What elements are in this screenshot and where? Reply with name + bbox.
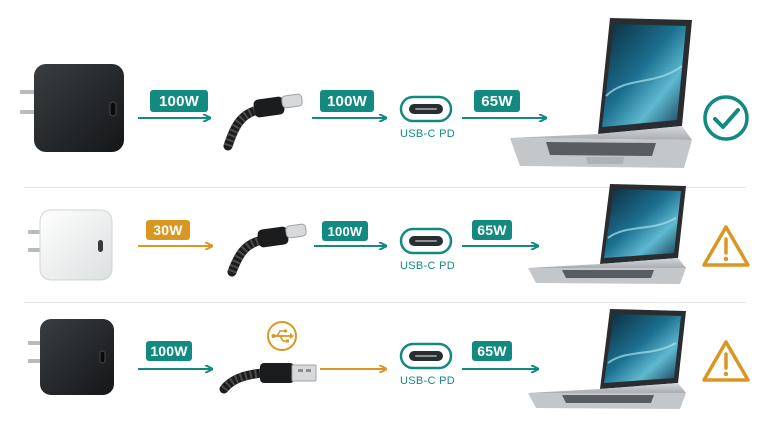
arrow-cable-to-port <box>312 96 390 126</box>
arrow-charger-to-cable <box>138 224 216 254</box>
arrow-port-to-laptop <box>462 224 542 254</box>
check-circle-icon <box>703 95 749 141</box>
usb-symbol-icon <box>267 321 297 351</box>
warning-triangle-icon <box>702 340 750 382</box>
usb-c-port-icon <box>399 95 453 123</box>
arrow-port-to-laptop <box>462 347 542 377</box>
row-full-power: 100W 100W USB-C PD 65W <box>0 0 768 186</box>
usb-c-port-icon <box>399 227 453 255</box>
laptop-wattage-badge: 65W <box>472 341 512 361</box>
row-divider <box>24 187 746 188</box>
row-divider <box>24 302 746 303</box>
laptop-icon <box>528 309 686 409</box>
black-charger-icon <box>28 319 114 395</box>
usb-c-cable-icon <box>227 223 307 277</box>
cable-wattage-badge: 100W <box>322 221 368 241</box>
charger-wattage-badge: 100W <box>146 341 192 361</box>
row-underpowered-charger: 30W 100W USB-C PD 65W <box>0 184 768 302</box>
laptop-icon <box>528 184 686 284</box>
laptop-wattage-badge: 65W <box>474 90 520 112</box>
arrow-port-to-laptop <box>462 96 550 126</box>
white-charger-icon <box>28 209 113 281</box>
charger-wattage-badge: 30W <box>146 220 190 240</box>
arrow-cable-to-port <box>320 347 390 377</box>
laptop-icon <box>510 18 692 168</box>
port-label: USB-C PD <box>400 260 455 272</box>
charger-wattage-badge: 100W <box>150 90 208 112</box>
laptop-wattage-badge: 65W <box>472 220 512 240</box>
arrow-charger-to-cable <box>138 347 216 377</box>
black-charger-icon <box>20 64 124 152</box>
arrow-cable-to-port <box>314 224 390 254</box>
row-usb-a-cable: 100W USB-C PD 65W <box>0 303 768 432</box>
port-label: USB-C PD <box>400 375 455 387</box>
usb-a-cable-icon <box>219 363 317 394</box>
arrow-charger-to-cable <box>138 96 214 126</box>
port-label: USB-C PD <box>400 128 455 140</box>
usb-c-port-icon <box>399 342 453 370</box>
warning-triangle-icon <box>702 225 750 267</box>
usb-c-cable-icon <box>223 93 303 151</box>
cable-wattage-badge: 100W <box>320 90 374 112</box>
